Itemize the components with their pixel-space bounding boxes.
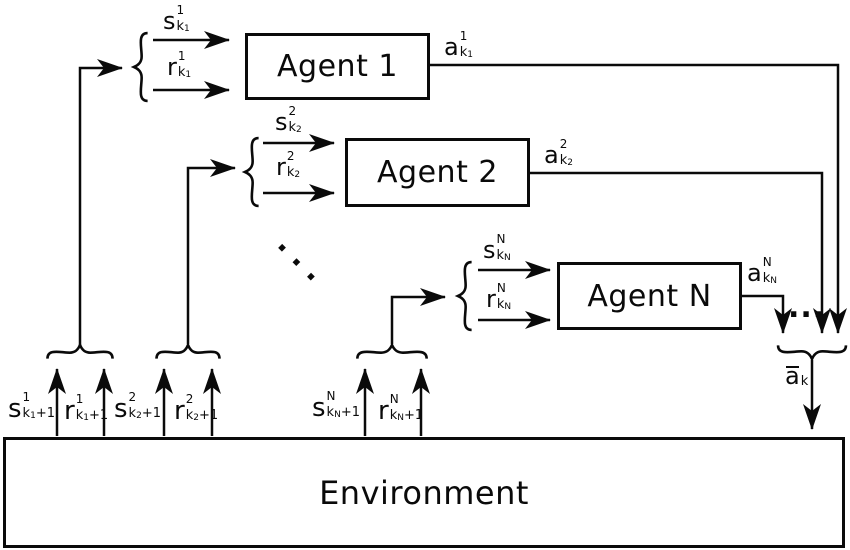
joint-action-brace (778, 345, 846, 359)
env-output1-brace (47, 345, 112, 359)
agent1-feedback-line (78, 59, 123, 345)
agentN-box: Agent N (557, 262, 742, 330)
agent2-input-brace (245, 138, 259, 206)
agent1-action-line (427, 63, 847, 334)
agentN-action-line (739, 294, 792, 334)
agent2-action-line (527, 171, 831, 334)
more-actions-ellipsis: ... (788, 290, 826, 325)
agent1-input-brace (134, 33, 148, 101)
agent2-box: Agent 2 (345, 138, 530, 207)
env-output2-brace (157, 345, 220, 359)
environment-box: Environment (3, 437, 845, 548)
env-outputN-brace (357, 345, 426, 359)
agent1-box: Agent 1 (245, 33, 430, 100)
agent2-feedback-line (186, 159, 236, 344)
agentN-input-brace (458, 262, 472, 330)
agentN-feedback-line (390, 288, 446, 344)
